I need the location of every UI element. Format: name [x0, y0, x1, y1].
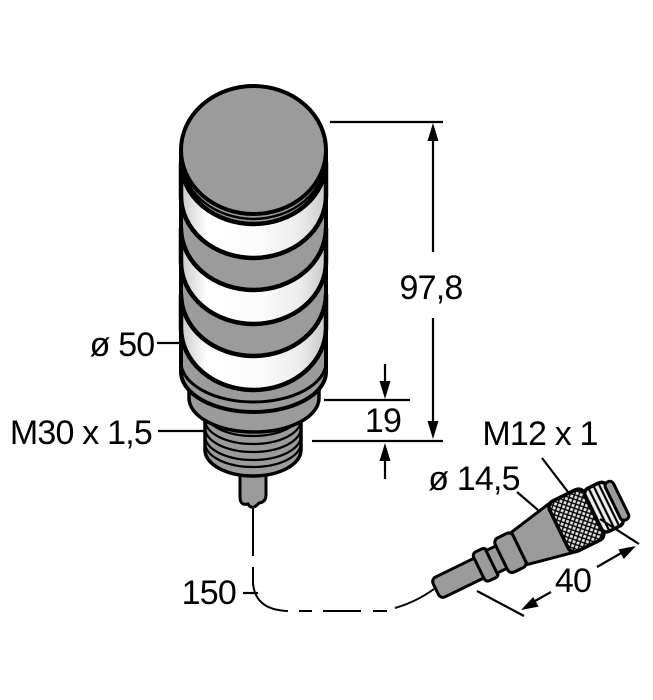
lens-segment-3 [178, 293, 329, 393]
arrow-up-icon [379, 443, 391, 461]
label-cable-length: 150 [182, 574, 258, 612]
label-connector-thread: M12 x 1 [482, 415, 598, 493]
lens-segment-2 [178, 227, 329, 327]
lens-segment-1 [178, 161, 329, 261]
connector-length-value: 40 [555, 562, 591, 600]
dimension-base-height: 19 [312, 364, 443, 479]
label-mounting-thread: M30 x 1,5 [10, 414, 206, 452]
arrow-downleft-icon [521, 597, 539, 610]
tower-diameter-value: ø 50 [90, 326, 155, 364]
cap-rim-line [179, 156, 328, 221]
cable-path [252, 507, 435, 612]
cable-length-value: 150 [182, 574, 236, 612]
height-value: 97,8 [400, 269, 463, 307]
body-seam [179, 361, 328, 404]
arrow-down-icon [427, 421, 439, 439]
tower-light [178, 84, 329, 509]
arrow-up-icon [427, 123, 439, 141]
connector-thread-value: M12 x 1 [482, 415, 597, 453]
connector-diameter-value: ø 14,5 [428, 460, 520, 498]
label-tower-diameter: ø 50 [90, 326, 181, 364]
connector-tip [603, 479, 631, 522]
dimension-connector-length: 40 [476, 518, 640, 617]
base-height-value: 19 [365, 402, 401, 440]
dimension-height: 97,8 [330, 120, 463, 439]
arrow-upright-icon [618, 546, 636, 559]
m12-connector [431, 479, 631, 599]
arrow-down-icon [379, 381, 391, 399]
cap-top-face [179, 84, 328, 216]
label-connector-diameter: ø 14,5 [428, 460, 539, 511]
mounting-thread-value: M30 x 1,5 [10, 414, 152, 452]
